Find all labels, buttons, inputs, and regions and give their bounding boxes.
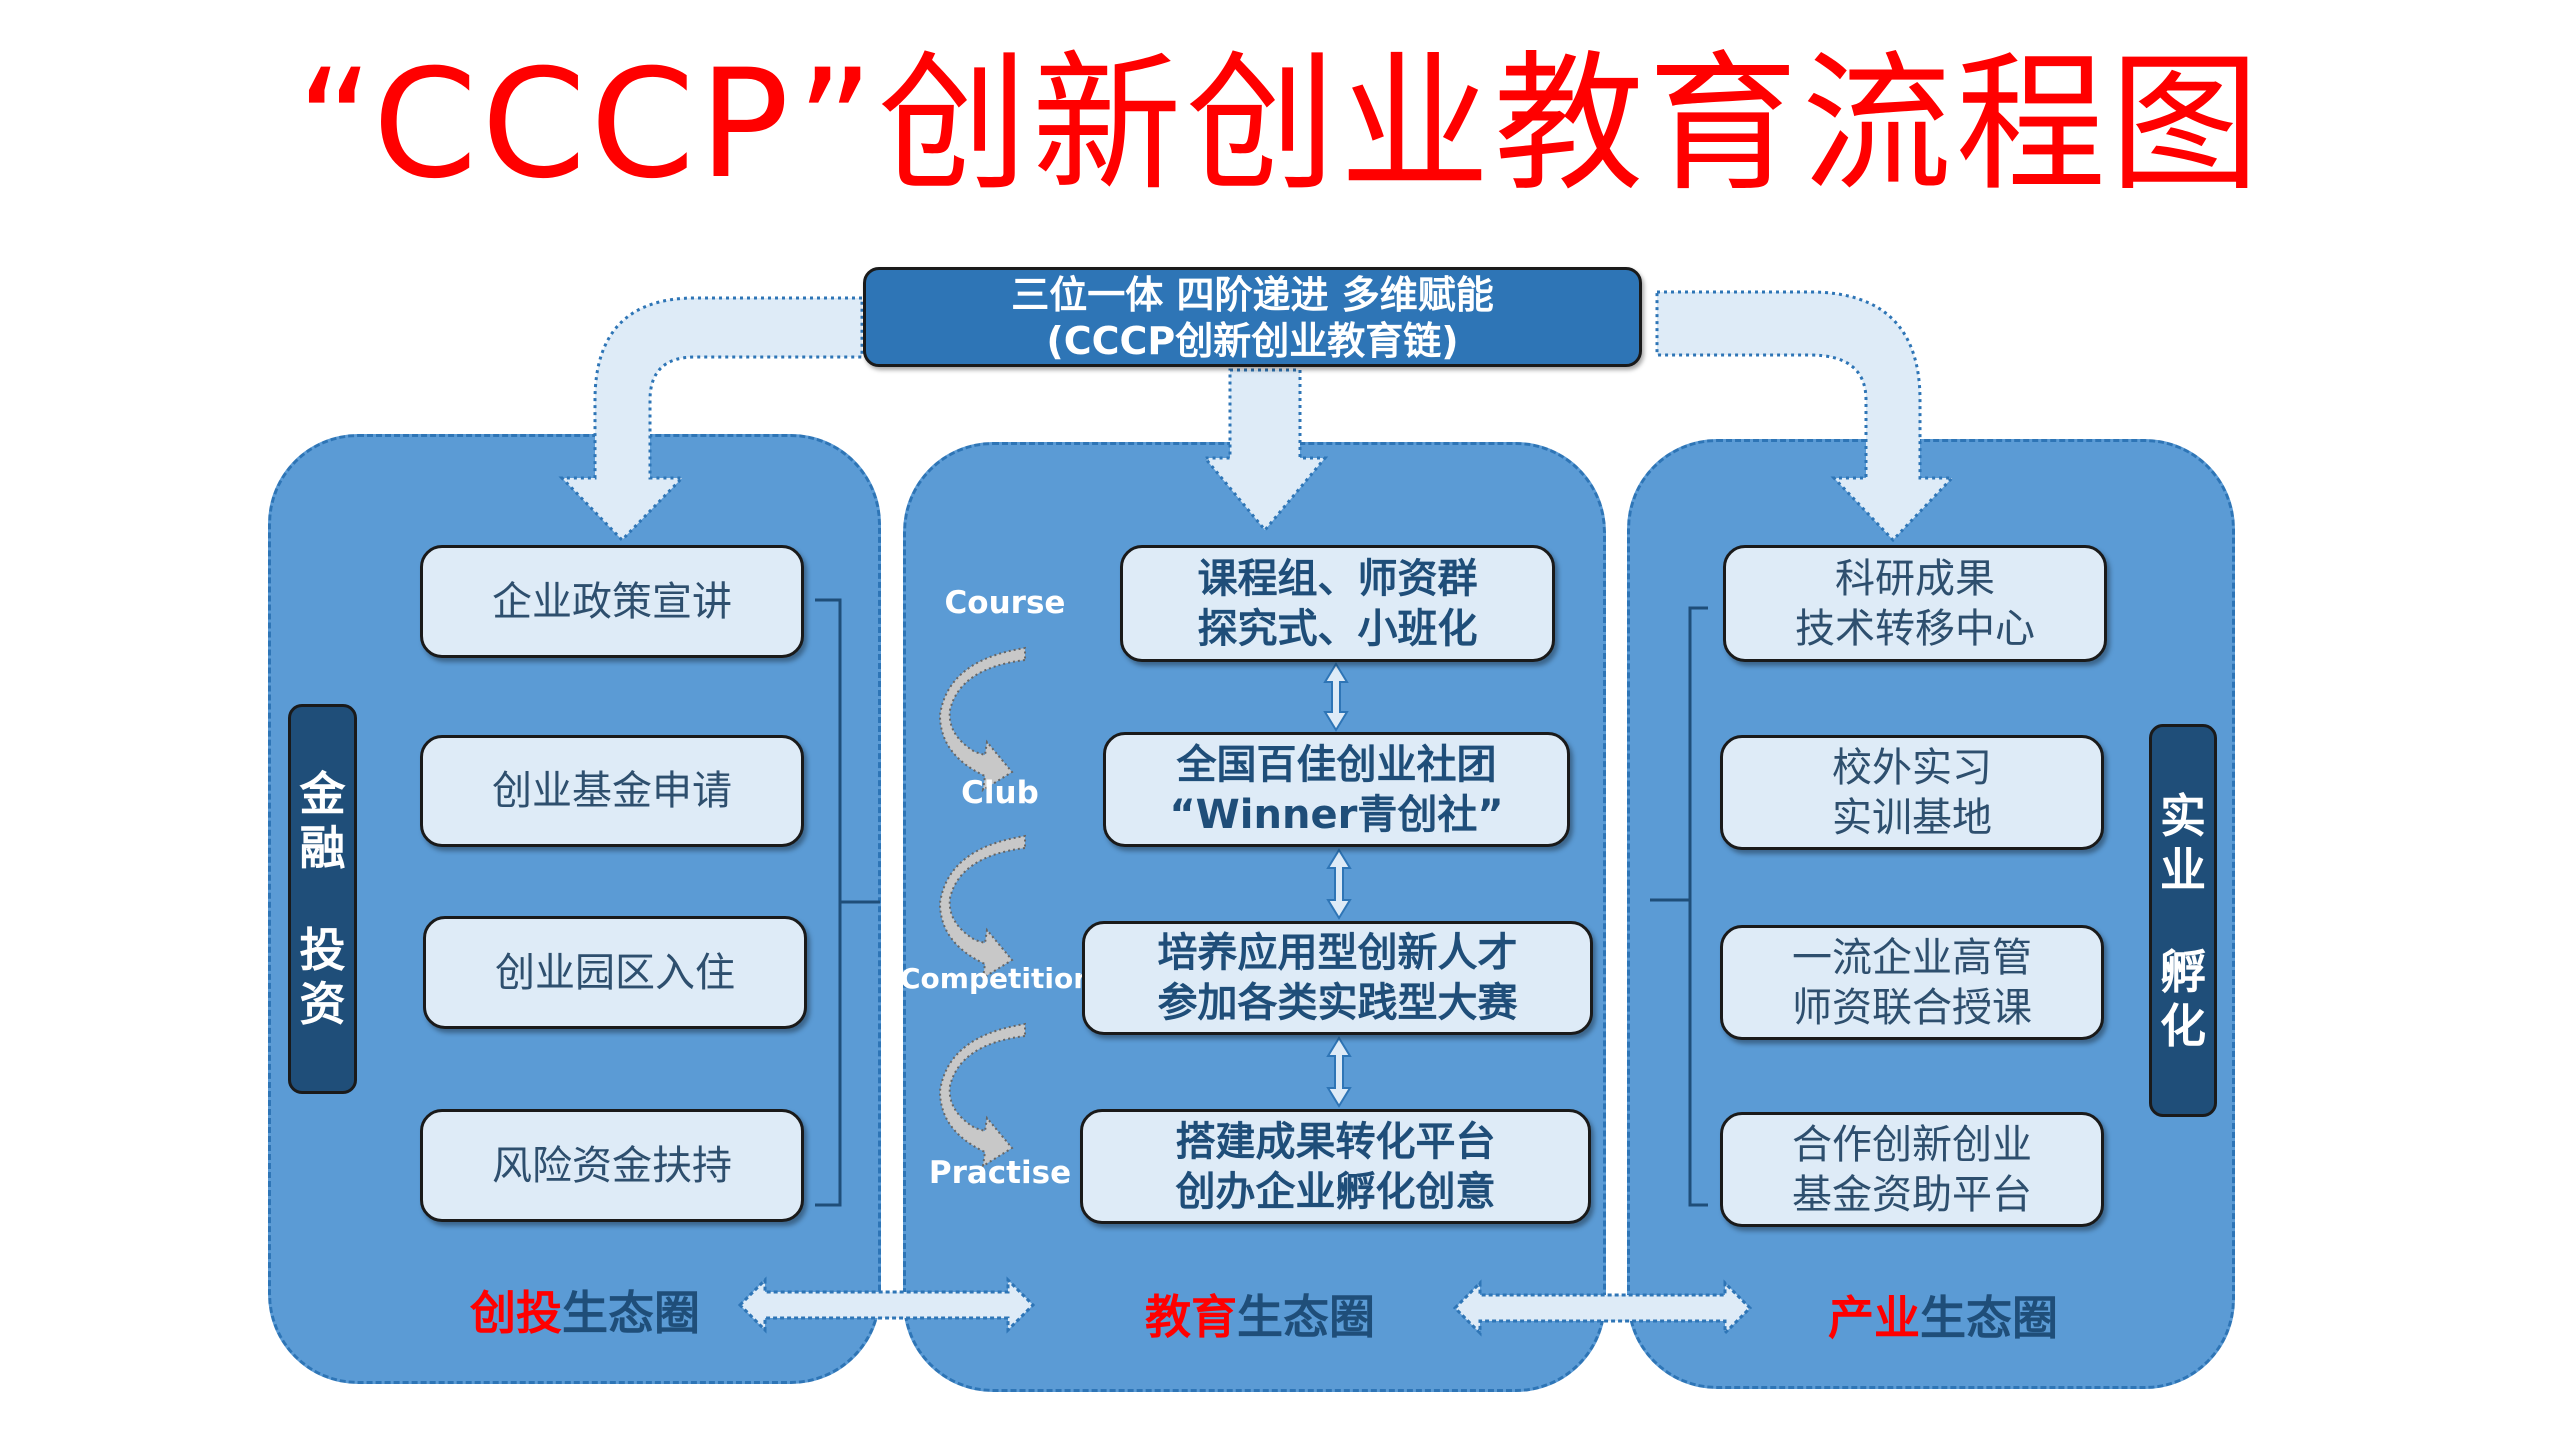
- eco-highlight: 教育: [1145, 1290, 1237, 1344]
- item-line2: 基金资助平台: [1792, 1171, 2032, 1218]
- left-item-park-residence: 创业园区入住: [423, 916, 807, 1029]
- core-concept-box: 三位一体 四阶递进 多维赋能 (CCCP创新创业教育链): [863, 267, 1642, 367]
- bidirectional-arrow-left-icon: [737, 1276, 1036, 1334]
- item-line1: 科研成果: [1835, 555, 1995, 602]
- core-concept-line2: (CCCP创新创业教育链): [1046, 319, 1459, 363]
- step-practise: Practise: [928, 1155, 1072, 1191]
- right-item-internship-base: 校外实习实训基地: [1720, 735, 2104, 850]
- eco-label-industry: 产业生态圈: [1828, 1282, 2058, 1348]
- side-label-char: 投: [299, 923, 346, 977]
- left-item-fund-application: 创业基金申请: [420, 735, 804, 847]
- middle-item-competition: 培养应用型创新人才参加各类实践型大赛: [1082, 921, 1593, 1035]
- bracket-right-icon: [1650, 606, 1708, 1207]
- side-label-char: 融: [299, 821, 346, 875]
- curved-arrow-left-icon: [558, 296, 864, 543]
- eco-highlight: 创投: [470, 1286, 562, 1340]
- item-line1: 培养应用型创新人才: [1157, 930, 1518, 976]
- item-label: 风险资金扶持: [492, 1142, 732, 1189]
- item-line2: 探究式、小班化: [1197, 605, 1478, 652]
- step-competition: Competition: [900, 962, 1094, 995]
- side-label-char: 金: [299, 767, 346, 821]
- item-line1: 校外实习: [1832, 744, 1992, 791]
- eco-label-venture: 创投生态圈: [470, 1277, 700, 1343]
- item-line1: 合作创新创业: [1792, 1121, 2032, 1168]
- step-club: Club: [961, 775, 1039, 811]
- item-line2: 参加各类实践型大赛: [1157, 980, 1518, 1026]
- left-item-venture-capital: 风险资金扶持: [420, 1109, 804, 1222]
- item-line1: 全国百佳创业社团: [1176, 741, 1497, 788]
- down-arrow-center-icon: [1201, 368, 1329, 533]
- page-title: “CCCP”创新创业教育流程图: [296, 38, 2264, 212]
- item-label: 创业基金申请: [492, 768, 732, 814]
- item-line2: 创办企业孵化创意: [1175, 1168, 1496, 1215]
- side-label-char: 资: [299, 977, 346, 1031]
- eco-highlight: 产业: [1828, 1291, 1920, 1345]
- side-label-char: 孵: [2160, 944, 2206, 999]
- bidirectional-arrow-right-icon: [1452, 1279, 1753, 1337]
- right-item-fund-platform: 合作创新创业基金资助平台: [1720, 1112, 2104, 1227]
- item-line2: 技术转移中心: [1795, 605, 2035, 652]
- item-line1: 课程组、师资群: [1197, 555, 1478, 602]
- side-label-industry-incubation: 实 业 孵 化: [2149, 724, 2217, 1117]
- double-arrow-1-2-icon: [1323, 662, 1349, 732]
- item-line2: 师资联合授课: [1792, 984, 2032, 1031]
- step-arrow-course-club-icon: [938, 646, 1026, 792]
- step-course: Course: [944, 585, 1066, 621]
- item-line1: 一流企业高管: [1792, 934, 2032, 981]
- side-label-char: 业: [2160, 842, 2206, 897]
- right-item-tech-transfer: 科研成果技术转移中心: [1723, 545, 2107, 662]
- curved-arrow-right-icon: [1655, 290, 1956, 543]
- side-label-finance-investment: 金 融 投 资: [288, 704, 357, 1094]
- side-label-char: 实: [2160, 788, 2206, 843]
- item-line2: “Winner青创社”: [1169, 791, 1504, 838]
- item-label: 创业园区入住: [495, 949, 735, 996]
- right-item-executive-teaching: 一流企业高管师资联合授课: [1720, 925, 2104, 1040]
- item-line2: 实训基地: [1832, 794, 1992, 841]
- bracket-left-icon: [815, 598, 880, 1207]
- middle-item-club: 全国百佳创业社团“Winner青创社”: [1103, 732, 1570, 847]
- step-arrow-competition-practise-icon: [938, 1022, 1026, 1168]
- eco-label-education: 教育生态圈: [1145, 1281, 1375, 1347]
- core-concept-line1: 三位一体 四阶递进 多维赋能: [1011, 273, 1494, 317]
- eco-rest: 生态圈: [562, 1286, 700, 1340]
- item-label: 企业政策宣讲: [492, 578, 732, 625]
- eco-rest: 生态圈: [1920, 1291, 2058, 1345]
- middle-item-practise: 搭建成果转化平台创办企业孵化创意: [1080, 1109, 1591, 1224]
- item-line1: 搭建成果转化平台: [1175, 1118, 1496, 1165]
- middle-item-course: 课程组、师资群探究式、小班化: [1120, 545, 1555, 662]
- eco-rest: 生态圈: [1237, 1290, 1375, 1344]
- double-arrow-3-4-icon: [1326, 1036, 1352, 1108]
- side-label-char: 化: [2160, 998, 2206, 1053]
- double-arrow-2-3-icon: [1326, 848, 1352, 920]
- left-item-policy-briefing: 企业政策宣讲: [420, 545, 804, 658]
- step-arrow-club-competition-icon: [938, 834, 1026, 980]
